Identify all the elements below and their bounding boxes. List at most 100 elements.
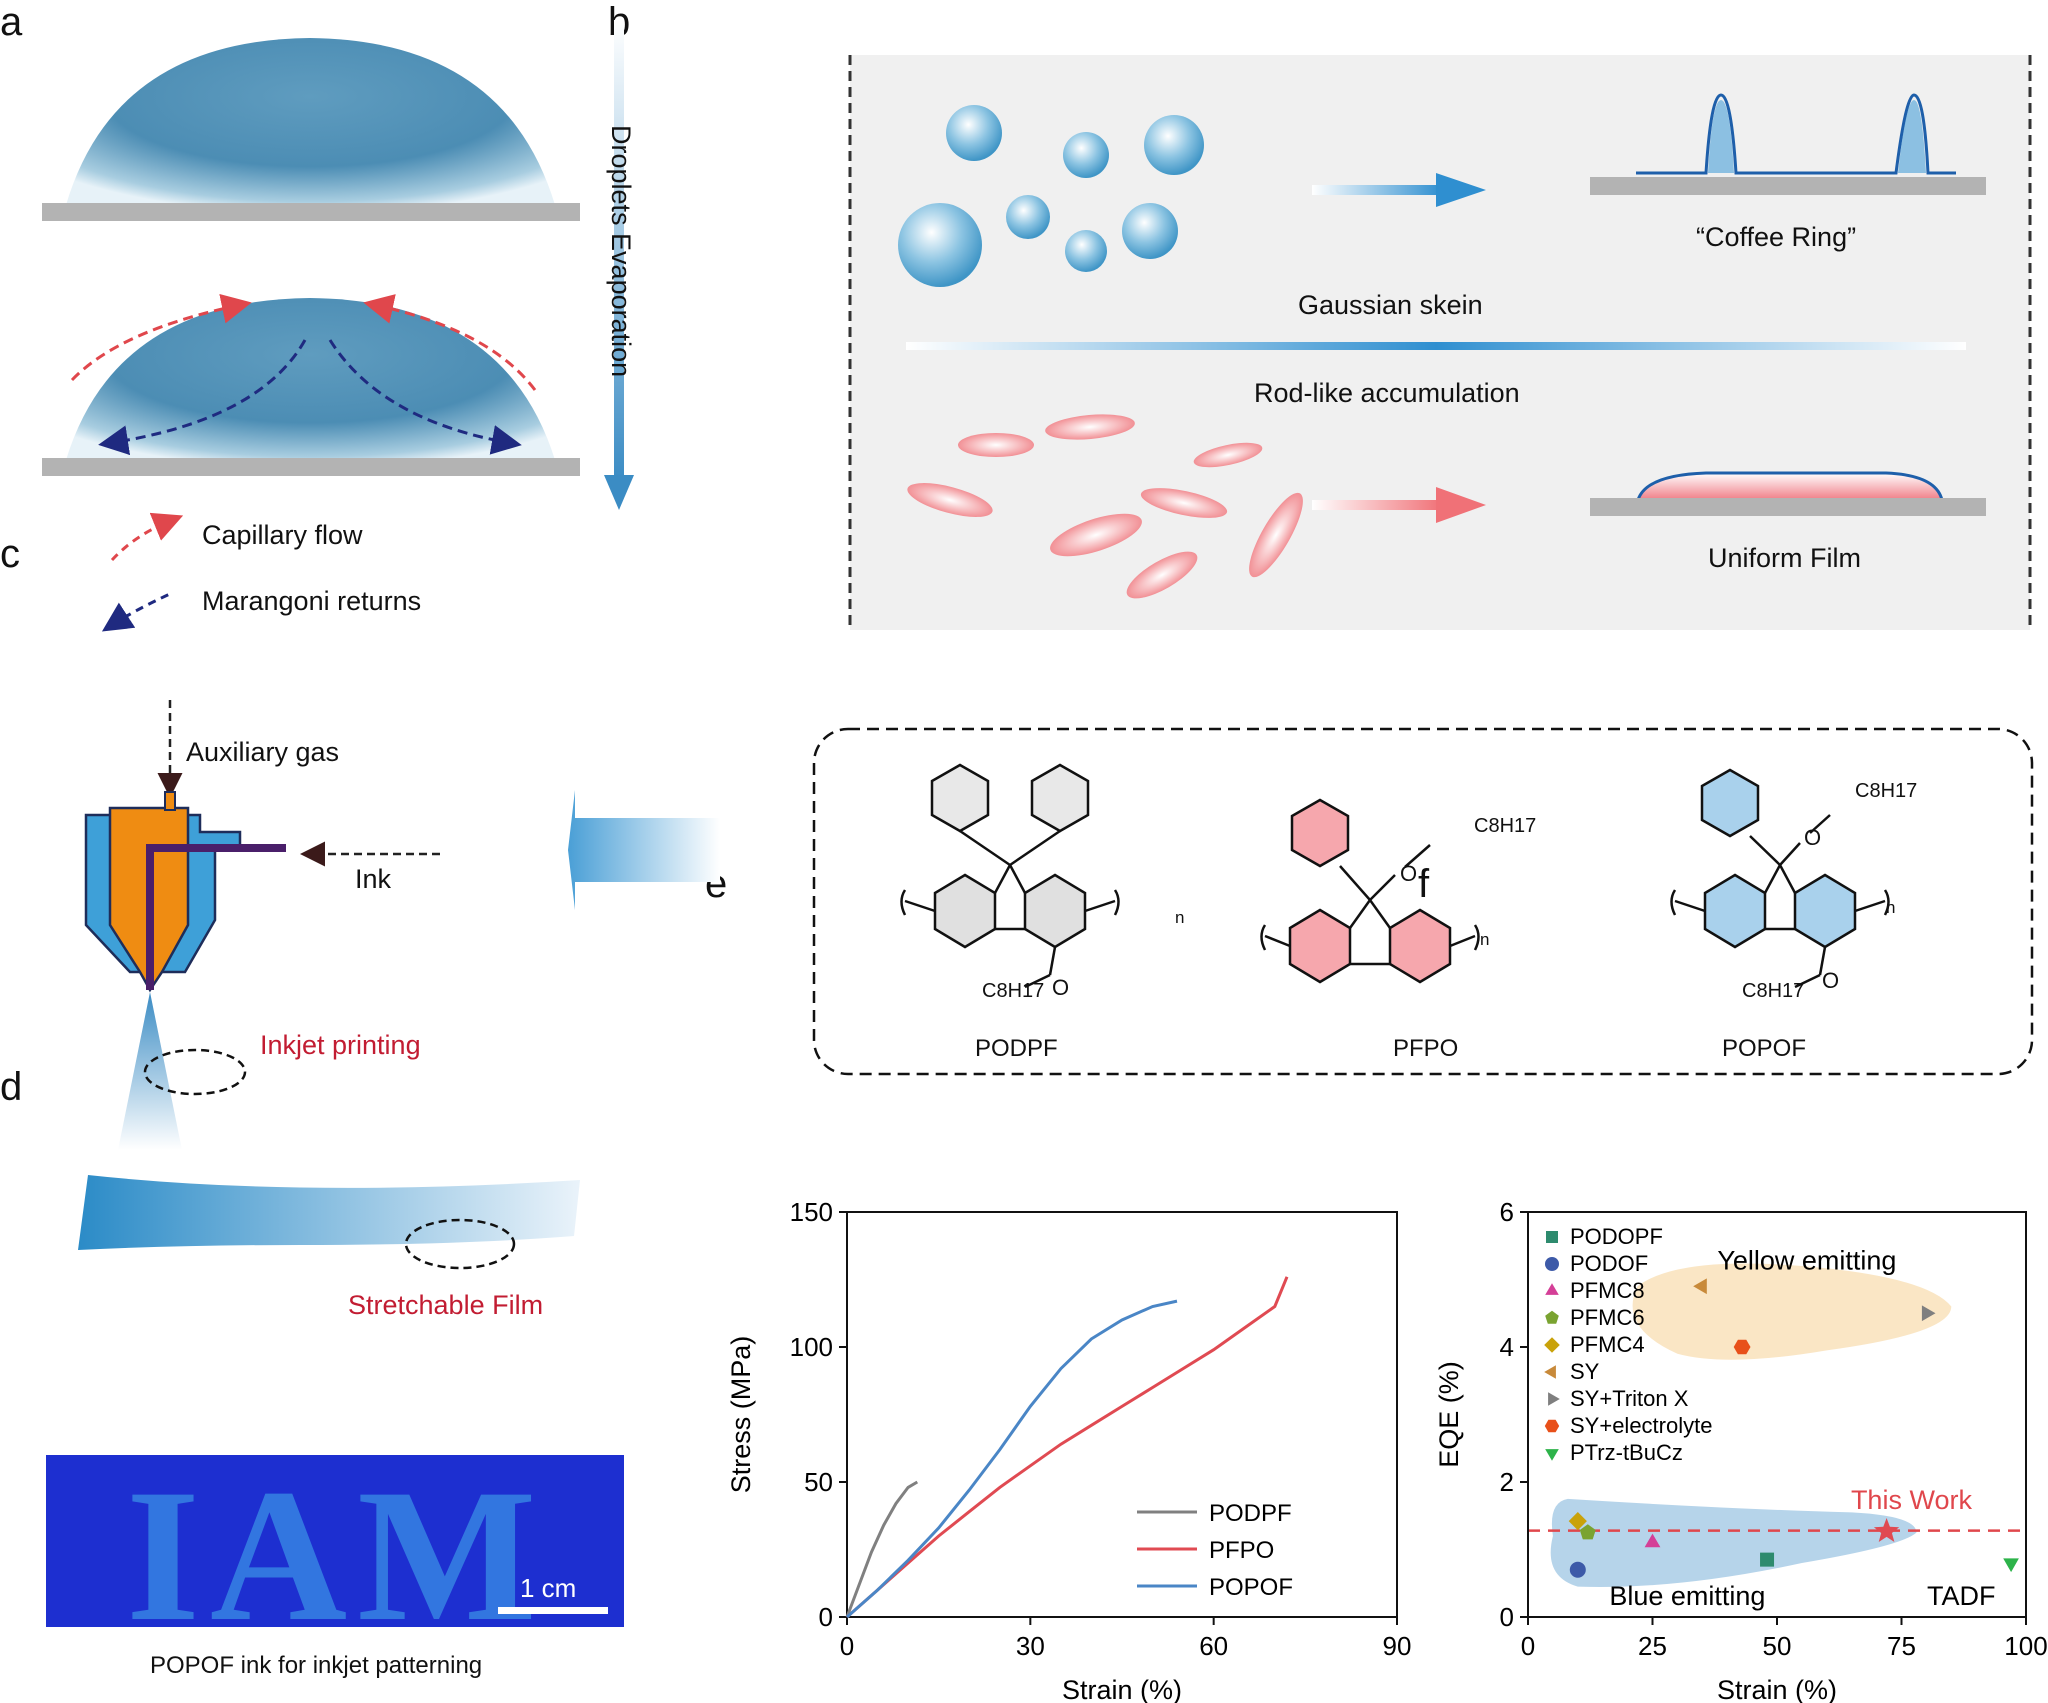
y-tick-label: 50 — [804, 1467, 833, 1497]
yellow-emitting-region — [1632, 1263, 1952, 1360]
auxiliary-gas-label: Auxiliary gas — [186, 737, 340, 767]
panel-label-a: a — [0, 0, 23, 44]
legend-marangoni-icon — [101, 591, 173, 632]
legend-marker-pfmc6 — [1545, 1310, 1559, 1324]
legend-marker-pfmc8 — [1545, 1283, 1559, 1295]
legend-label-pfpo: PFPO — [1209, 1537, 1274, 1564]
podpf-substituent: C8H17 — [982, 980, 1045, 1002]
ink-label: Ink — [355, 864, 392, 894]
legend-marker-ptrz-tbucz — [1545, 1449, 1559, 1461]
gaussian-skein-label: Gaussian skein — [1298, 290, 1483, 320]
popof-substituent-bottom: C8H17 — [1742, 980, 1805, 1002]
flow-arrow — [568, 790, 720, 910]
substrate-bottom — [42, 458, 580, 476]
legend-capillary-icon — [110, 512, 184, 562]
inkjet-printing-label: Inkjet printing — [260, 1030, 421, 1060]
y-axis-label: Stress (MPa) — [726, 1336, 756, 1494]
structure-pfpo — [1260, 798, 1480, 984]
legend-label-podpf: PODPF — [1209, 1500, 1292, 1527]
popof-n: n — [1886, 898, 1896, 917]
series-line-popof — [846, 1299, 1178, 1619]
capillary-flow-right — [363, 294, 537, 391]
legend-marker-pfmc4 — [1544, 1337, 1560, 1353]
legend-label-sy: SY — [1570, 1359, 1600, 1384]
droplet-top — [66, 38, 555, 205]
legend-label-pfmc6: PFMC6 — [1570, 1305, 1645, 1330]
point-pfmc8 — [1644, 1533, 1661, 1548]
point-podof — [1569, 1561, 1586, 1578]
blue-arrow — [1312, 185, 1442, 195]
pfpo-name: PFPO — [1393, 1035, 1459, 1062]
marangoni-left — [98, 339, 307, 456]
coffee-ring-label: “Coffee Ring” — [1696, 222, 1857, 252]
gaussian-spheres — [898, 105, 1204, 287]
pfpo-substituent: C8H17 — [1474, 815, 1537, 837]
x-tick-label: 0 — [840, 1631, 854, 1661]
droplet-bottom — [66, 298, 555, 460]
stretchable-film — [78, 1175, 580, 1250]
series-line-podpf — [845, 1480, 919, 1618]
y-axis-label: EQE (%) — [1434, 1361, 1464, 1468]
x-tick-label: 100 — [2004, 1631, 2047, 1661]
rod-like-label: Rod-like accumulation — [1254, 378, 1520, 408]
capillary-flow-left — [70, 293, 252, 382]
evaporation-arrow-head — [604, 475, 634, 510]
point-pfmc6 — [1579, 1524, 1596, 1540]
y-tick-label: 6 — [1500, 1197, 1514, 1227]
legend-marker-sy — [1544, 1365, 1556, 1379]
uniform-film-profile — [1635, 471, 1944, 502]
evaporation-label: Droplets Evaporation — [606, 125, 636, 378]
legend-marker-podopf — [1546, 1231, 1558, 1243]
chart-e-frame — [846, 1211, 1398, 1618]
chemical-structures-box: O O O O — [812, 727, 2034, 1076]
popof-name: POPOF — [1722, 1035, 1807, 1062]
divider-gradient — [906, 342, 1966, 350]
point-this-work — [1873, 1518, 1900, 1542]
yellow-emitting-label: Yellow emitting — [1717, 1245, 1896, 1275]
coffee-ring-profile — [1636, 93, 1956, 175]
point-sy-triton-x — [1921, 1305, 1936, 1322]
substrate-uniform — [1590, 498, 1986, 516]
svg-text:O: O — [1804, 825, 1821, 850]
popof-substituent-top: C8H17 — [1855, 780, 1918, 802]
pfpo-n: n — [1480, 930, 1490, 949]
x-tick-label: 25 — [1638, 1631, 1667, 1661]
tadf-label: TADF — [1927, 1581, 1996, 1611]
legend-marker-sy-electrolyte — [1544, 1419, 1560, 1433]
series-line-pfpo — [846, 1276, 1289, 1619]
substrate-coffee — [1590, 177, 1986, 195]
panel-d-caption: POPOF ink for inkjet patterning — [150, 1652, 483, 1679]
x-axis-label: Strain (%) — [1717, 1675, 1837, 1703]
legend-label-sy-electrolyte: SY+electrolyte — [1570, 1413, 1712, 1438]
panel-label-f: f — [1418, 862, 1430, 906]
iam-pattern-text: IAM — [126, 1451, 547, 1661]
panel-label-c: c — [0, 532, 20, 576]
point-ptrz-tbucz — [2003, 1558, 2019, 1573]
podpf-name: PODPF — [975, 1035, 1058, 1062]
y-tick-label: 100 — [790, 1332, 833, 1362]
blue-emitting-label: Blue emitting — [1609, 1581, 1765, 1611]
panel-a-schematic — [42, 20, 634, 632]
svg-text:O: O — [1822, 968, 1839, 993]
structure-popof — [1670, 768, 1890, 989]
x-tick-label: 50 — [1763, 1631, 1792, 1661]
panel-c-printer — [78, 700, 720, 1270]
point-sy — [1693, 1278, 1707, 1295]
x-axis-label: Strain (%) — [1062, 1675, 1182, 1703]
svg-text:O: O — [1400, 861, 1417, 886]
y-tick-label: 150 — [790, 1197, 833, 1227]
legend-label-ptrz-tbucz: PTrz-tBuCz — [1570, 1440, 1683, 1465]
rod-molecules — [907, 414, 1303, 599]
legend-marker-podof — [1545, 1257, 1559, 1271]
legend-marker-sy-triton-x — [1548, 1392, 1560, 1406]
panel-label-d: d — [0, 1065, 23, 1109]
legend-label-pfmc8: PFMC8 — [1570, 1278, 1645, 1303]
stretchable-film-label: Stretchable Film — [348, 1290, 544, 1320]
legend-label-podof: PODOF — [1570, 1251, 1648, 1276]
legend-label-podopf: PODOPF — [1570, 1224, 1663, 1249]
y-tick-label: 4 — [1500, 1332, 1514, 1362]
panel-b-schematic — [848, 55, 2032, 630]
iam-photo: IAM 1 cm — [46, 1451, 624, 1661]
this-work-label: This Work — [1851, 1485, 1973, 1515]
